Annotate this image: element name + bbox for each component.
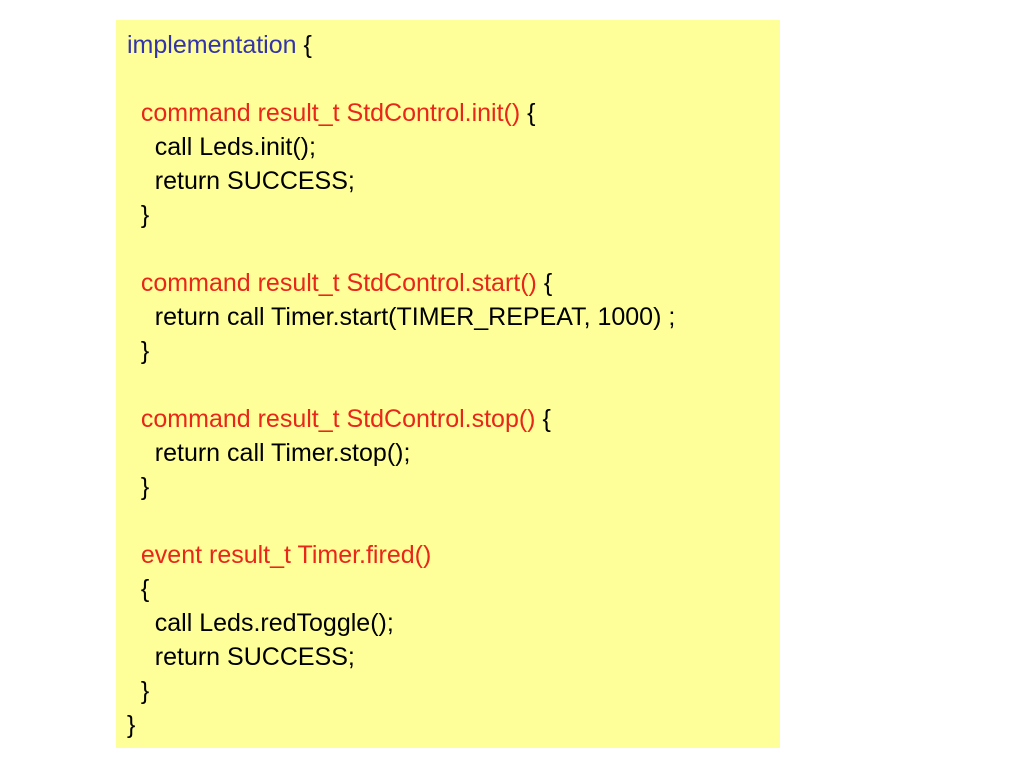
code-text: { [127, 575, 150, 603]
code-text: } [127, 677, 150, 705]
code-box: implementation { command result_t StdCon… [116, 20, 780, 748]
code-text: { [520, 99, 536, 127]
code-line: call Leds.redToggle(); [127, 606, 675, 640]
code-text: call Leds.redToggle(); [127, 609, 394, 637]
code-line: command result_t StdControl.stop() { [127, 402, 675, 436]
code-text: return SUCCESS; [127, 167, 355, 195]
code-line: command result_t StdControl.start() { [127, 266, 675, 300]
code-text: { [296, 31, 312, 59]
code-line: } [127, 198, 675, 232]
code-text: } [127, 473, 150, 501]
code-line [127, 62, 675, 96]
code-line [127, 504, 675, 538]
code-signature: command result_t StdControl.init() [127, 99, 521, 127]
code-line: return call Timer.stop(); [127, 436, 675, 470]
code-line [127, 232, 675, 266]
code-line: return SUCCESS; [127, 164, 675, 198]
code-line: } [127, 470, 675, 504]
code-signature: command result_t StdControl.stop() [127, 405, 536, 433]
code-line: { [127, 572, 675, 606]
code-line: command result_t StdControl.init() { [127, 96, 675, 130]
code-signature: command result_t StdControl.start() [127, 269, 537, 297]
code-line: event result_t Timer.fired() [127, 538, 675, 572]
code-text: } [127, 337, 150, 365]
code-line: } [127, 674, 675, 708]
code-text: { [535, 405, 551, 433]
code-signature: event result_t Timer.fired() [127, 541, 432, 569]
code-text: } [127, 711, 136, 739]
code-text: return call Timer.start(TIMER_REPEAT, 10… [127, 303, 676, 331]
code-keyword: implementation [127, 31, 297, 59]
code-text: call Leds.init(); [127, 133, 316, 161]
code-line: return call Timer.start(TIMER_REPEAT, 10… [127, 300, 676, 334]
code-line: } [127, 708, 675, 742]
code-line: call Leds.init(); [127, 130, 675, 164]
code-text: return SUCCESS; [127, 643, 355, 671]
code-line: implementation { [127, 28, 675, 62]
code-listing: implementation { command result_t StdCon… [127, 28, 675, 742]
code-text: { [536, 269, 553, 297]
code-line: } [127, 334, 675, 368]
code-line: return SUCCESS; [127, 640, 675, 674]
code-text: } [127, 201, 150, 229]
code-line [127, 368, 675, 402]
code-text: return call Timer.stop(); [127, 439, 411, 467]
